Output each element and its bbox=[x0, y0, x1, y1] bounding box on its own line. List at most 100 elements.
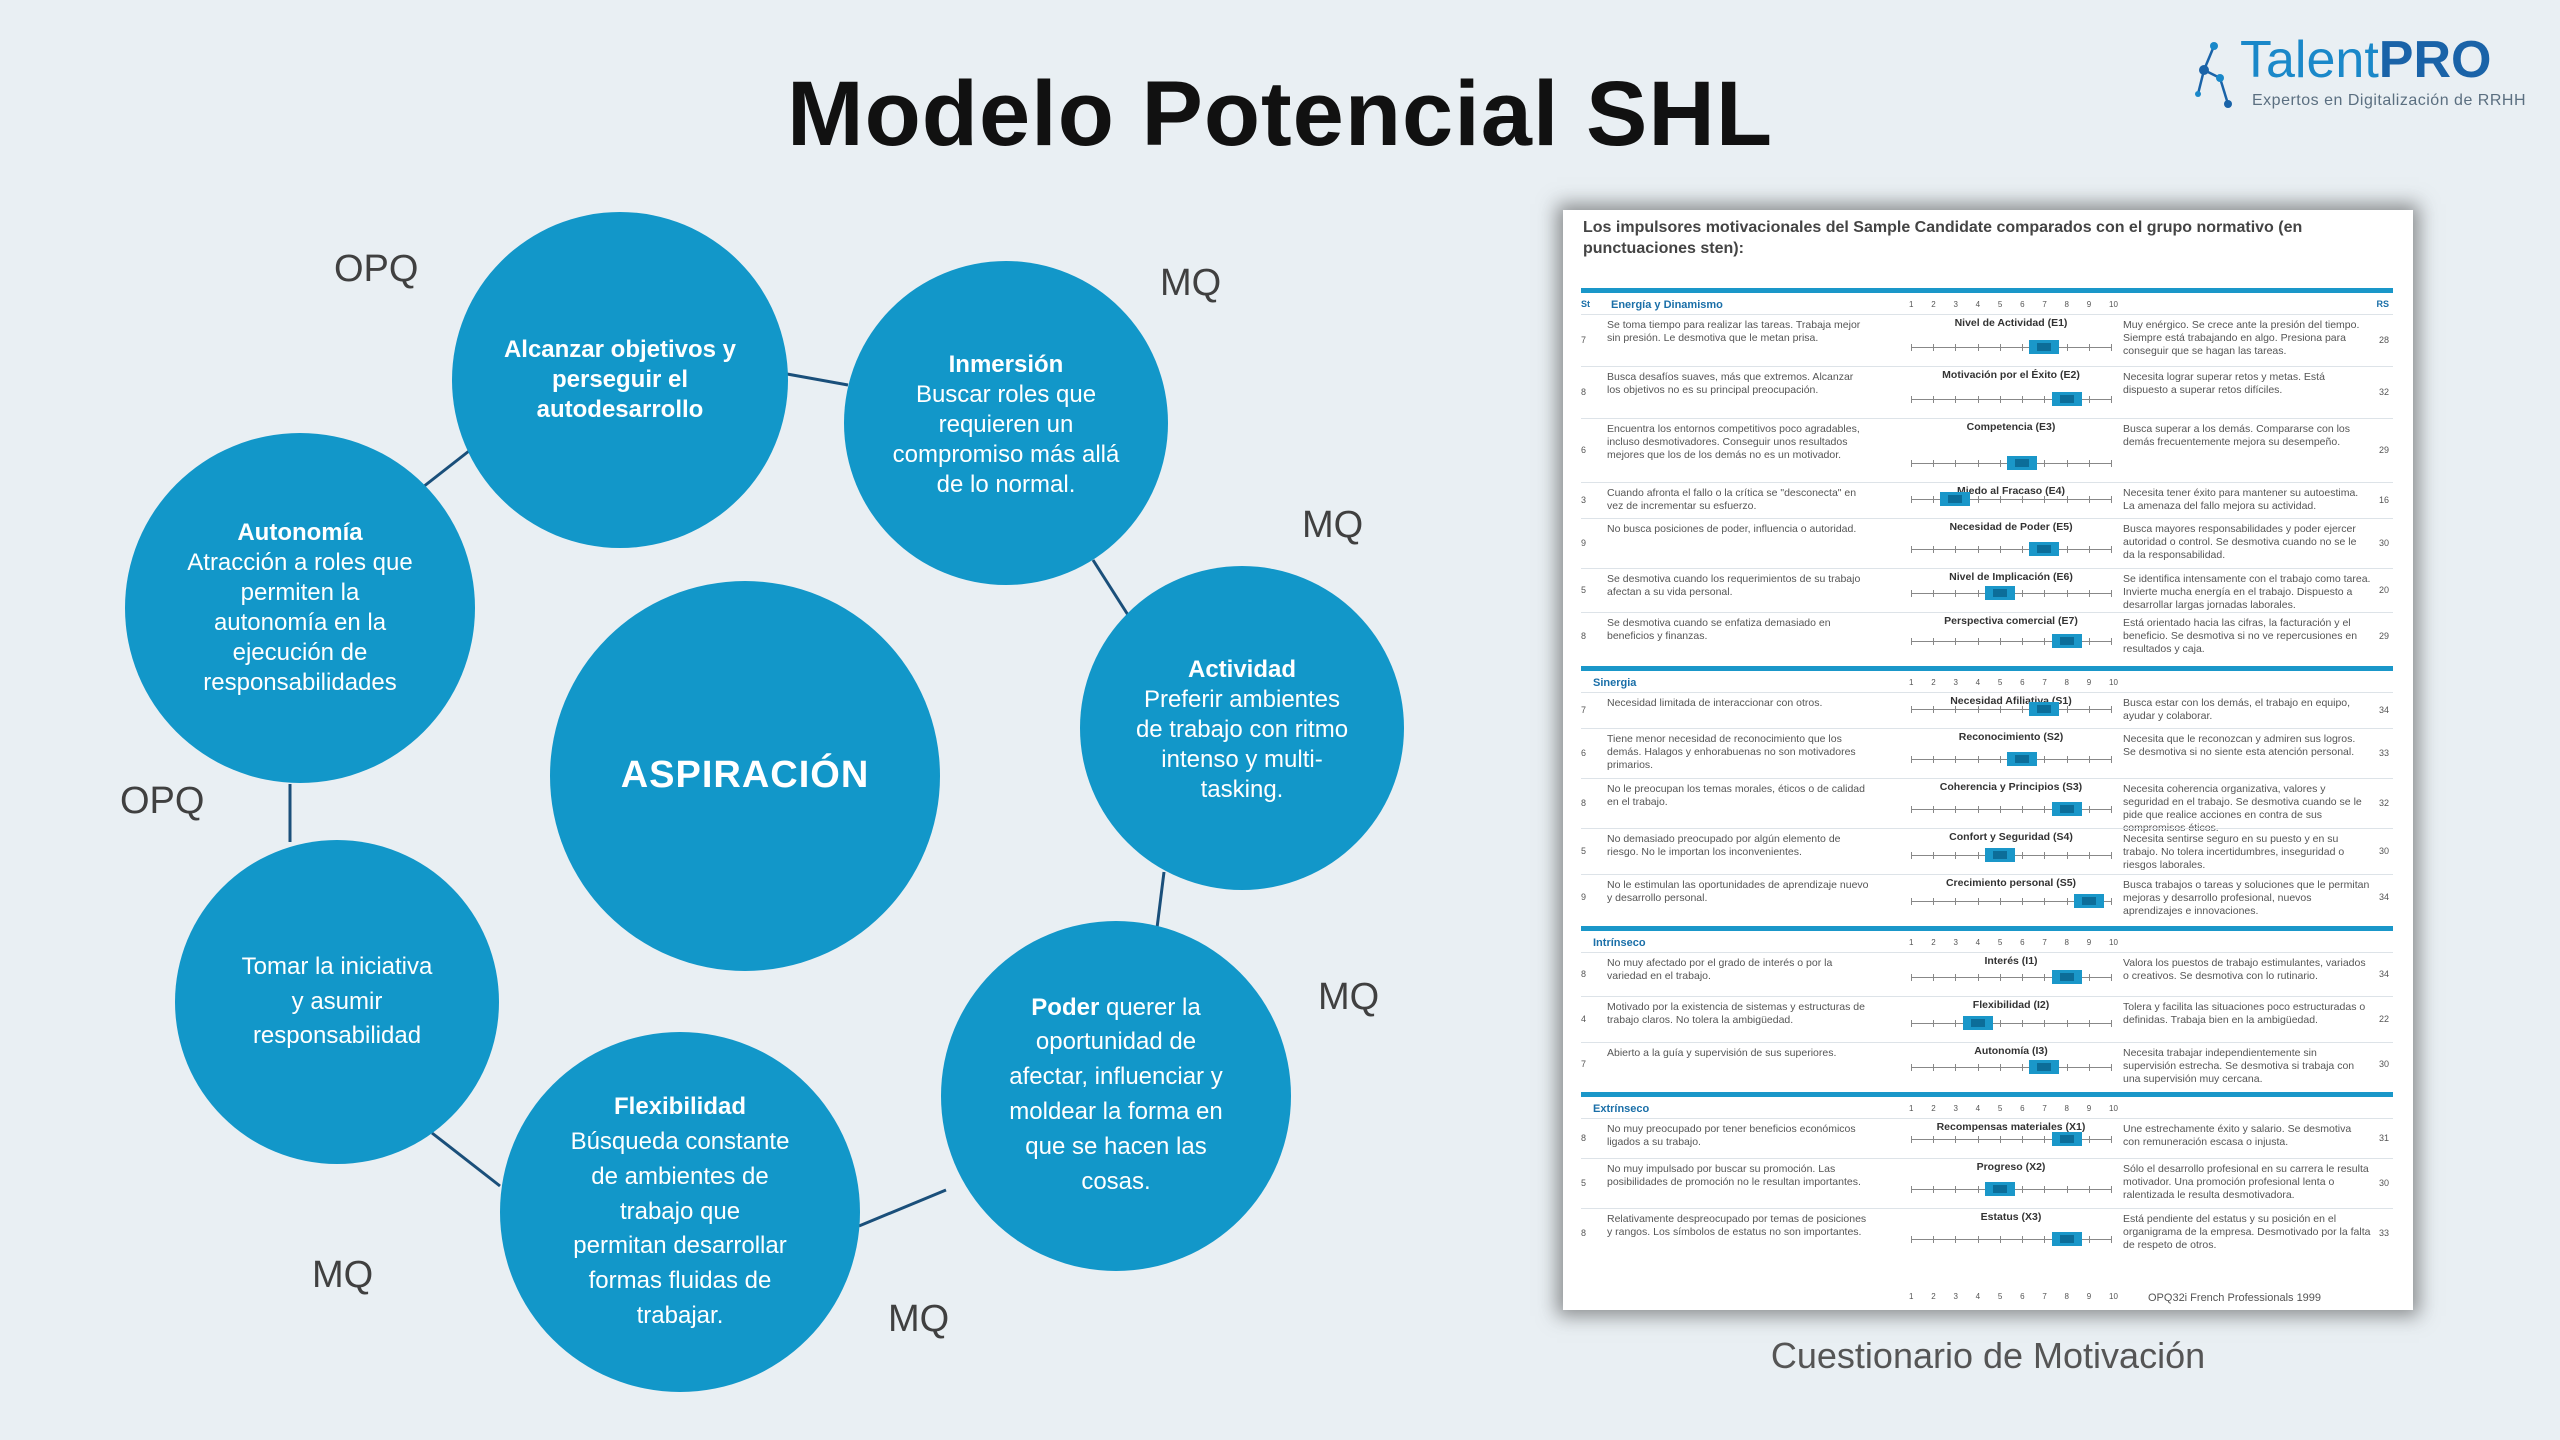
scale-tick bbox=[1911, 806, 1912, 813]
scale-tick bbox=[2111, 1020, 2112, 1027]
high-descriptor: Está orientado hacia las cifras, la fact… bbox=[2123, 617, 2358, 656]
scale-tick bbox=[2044, 898, 2046, 905]
scale-tick-label: 8 bbox=[2064, 1104, 2069, 1113]
raw-score: 30 bbox=[2378, 1059, 2389, 1069]
scale-tick bbox=[1977, 496, 1979, 503]
scale-tick bbox=[2066, 706, 2068, 713]
scale-tick-label: 8 bbox=[2064, 1292, 2069, 1301]
sten-score: 4 bbox=[1581, 1014, 1587, 1024]
logo-name-light: Talent bbox=[2240, 31, 2379, 89]
scale-tick bbox=[1977, 1064, 1979, 1071]
scale-tick bbox=[2044, 396, 2046, 403]
node-body: querer la oportunidad de afectar, influe… bbox=[1009, 993, 1223, 1195]
scale-name: Confort y Seguridad (S4) bbox=[1949, 831, 2073, 843]
network-icon bbox=[2195, 42, 2232, 108]
score-marker-core bbox=[1992, 1185, 2007, 1193]
scale-tick-label: 10 bbox=[2109, 938, 2118, 947]
scale-tick bbox=[1999, 1064, 2001, 1071]
high-descriptor: Valora los puestos de trabajo estimulant… bbox=[2123, 957, 2366, 983]
high-descriptor: Une estrechamente éxito y salario. Se de… bbox=[2123, 1123, 2352, 1149]
scale-tick bbox=[1911, 756, 1912, 763]
node-body: Atracción a roles que permiten la autono… bbox=[187, 549, 413, 696]
scale-axis bbox=[1911, 709, 2111, 710]
scale-tick bbox=[2088, 806, 2090, 813]
scale-tick bbox=[2088, 396, 2090, 403]
scale-bar: Motivación por el Éxito (E2) bbox=[1911, 369, 2112, 415]
scale-tick bbox=[1933, 898, 1935, 905]
scale-tick bbox=[1955, 706, 1957, 713]
report-title: Los impulsores motivacionales del Sample… bbox=[1583, 219, 2303, 257]
score-marker-core bbox=[2037, 1063, 2052, 1071]
high-descriptor: Necesita coherencia organizativa, valore… bbox=[2123, 783, 2362, 835]
scale-tick bbox=[2066, 1020, 2068, 1027]
raw-score: 32 bbox=[2378, 387, 2389, 397]
score-marker-core bbox=[2059, 1235, 2074, 1243]
scale-axis bbox=[1911, 641, 2111, 642]
scale-tick bbox=[1911, 546, 1912, 553]
scale-tick-label: 9 bbox=[2086, 1104, 2092, 1113]
scale-tick-label: 6 bbox=[2020, 300, 2025, 309]
node-autonomia: Autonomía Atracción a roles que permiten… bbox=[185, 518, 415, 698]
scale-tick bbox=[1911, 1236, 1912, 1243]
raw-score: 33 bbox=[2378, 1228, 2389, 1238]
tag-flexibilidad: MQ bbox=[888, 1298, 950, 1340]
scale-tick-label: 2 bbox=[1931, 678, 1936, 687]
low-descriptor: No busca posiciones de poder, influencia… bbox=[1607, 523, 1857, 535]
raw-score: 34 bbox=[2378, 969, 2389, 979]
scale-tick bbox=[2066, 344, 2068, 351]
section-name: Extrínseco bbox=[1593, 1103, 1650, 1115]
scale-tick-label: 8 bbox=[2064, 300, 2069, 309]
scale-tick bbox=[1933, 344, 1935, 351]
scale-tick bbox=[1911, 590, 1912, 597]
scale-tick bbox=[2022, 898, 2024, 905]
raw-score: 34 bbox=[2378, 892, 2389, 902]
node-inmersion: Inmersión Buscar roles que requieren un … bbox=[886, 340, 1126, 510]
scale-tick bbox=[2111, 898, 2112, 905]
scale-tick bbox=[2066, 496, 2068, 503]
scale-tick bbox=[1955, 1186, 1957, 1193]
scale-tick-label: 5 bbox=[1997, 938, 2003, 947]
scale-tick bbox=[1933, 1186, 1935, 1193]
scale-tick bbox=[2022, 706, 2024, 713]
high-descriptor: Necesita trabajar independientemente sin… bbox=[2123, 1047, 2355, 1086]
scale-tick bbox=[1933, 756, 1935, 763]
low-descriptor: Relativamente despreocupado por temas de… bbox=[1607, 1213, 1867, 1239]
scale-tick-label: 6 bbox=[2020, 1292, 2025, 1301]
scale-tick bbox=[2022, 852, 2024, 859]
sten-score: 8 bbox=[1581, 969, 1587, 979]
scale-tick bbox=[1933, 1064, 1935, 1071]
logo-wordmark: TalentPRO bbox=[2240, 30, 2491, 90]
high-descriptor: Necesita que le reconozcan y admiren sus… bbox=[2123, 733, 2356, 759]
scale-tick bbox=[2022, 806, 2024, 813]
score-marker-core bbox=[2059, 973, 2074, 981]
node-iniciativa: Tomar la iniciativa y asumir responsabil… bbox=[240, 920, 434, 1084]
scale-tick bbox=[2022, 344, 2024, 351]
logo-tagline: Expertos en Digitalización de RRHH bbox=[2252, 92, 2526, 109]
score-marker-core bbox=[2015, 755, 2030, 763]
scale-tick bbox=[2044, 806, 2046, 813]
scale-name: Nivel de Implicación (E6) bbox=[1949, 571, 2073, 583]
scale-name: Crecimiento personal (S5) bbox=[1945, 877, 2077, 889]
page-title: Modelo Potencial SHL bbox=[786, 63, 1774, 165]
scale-bar: Reconocimiento (S2) bbox=[1911, 731, 2112, 775]
scale-tick-label: 5 bbox=[1997, 1292, 2003, 1301]
scale-axis bbox=[1911, 1067, 2111, 1068]
scale-tick bbox=[2088, 344, 2090, 351]
scale-axis bbox=[1911, 1239, 2111, 1240]
scale-name: Motivación por el Éxito (E2) bbox=[1942, 369, 2080, 381]
scale-tick bbox=[1911, 1186, 1912, 1193]
scale-tick bbox=[2044, 1236, 2046, 1243]
scale-tick bbox=[1955, 974, 1957, 981]
node-circle-inmersion bbox=[844, 261, 1168, 585]
